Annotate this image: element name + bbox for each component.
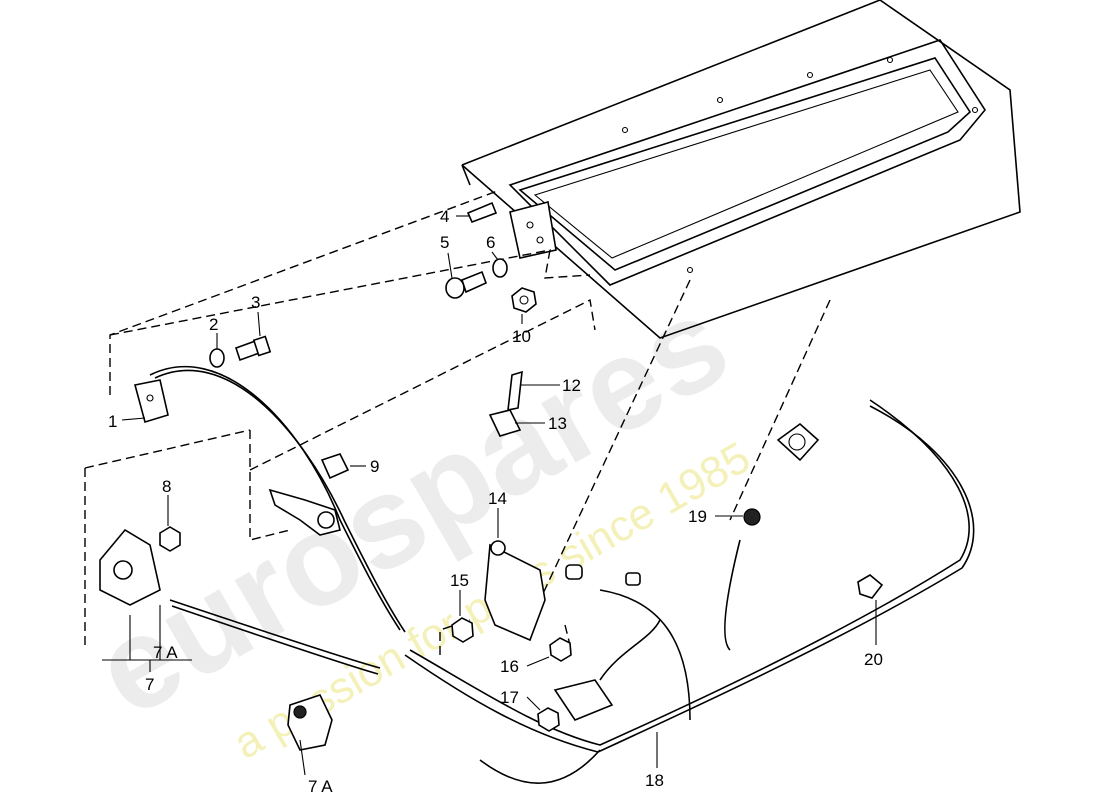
rear-lid — [461, 0, 1021, 339]
part-16-nut — [549, 637, 572, 662]
part-8-nut — [159, 526, 181, 552]
callout-1: 1 — [108, 412, 117, 431]
watermark: eurospares a passion for parts since 198… — [71, 267, 758, 768]
callout-3: 3 — [251, 293, 260, 312]
callout-17: 17 — [500, 688, 519, 707]
part-12-bolt — [507, 370, 523, 411]
callout-7: 7 — [145, 675, 154, 694]
part-5-bolt — [445, 277, 465, 299]
callout-2: 2 — [209, 315, 218, 334]
part-15-nut — [451, 617, 474, 643]
callout-18: 18 — [645, 771, 664, 790]
callout-15: 15 — [450, 571, 469, 590]
part-20-clip — [857, 574, 884, 599]
callout-14: 14 — [488, 489, 507, 508]
callout-10: 10 — [512, 327, 531, 346]
part-9-clip — [320, 453, 350, 480]
callout-4: 4 — [440, 207, 449, 226]
harness-connector — [776, 422, 820, 462]
callout-19: 19 — [688, 507, 707, 526]
callout-12: 12 — [562, 376, 581, 395]
part-17-nut — [537, 707, 560, 732]
callout-6: 6 — [486, 233, 495, 252]
reference-lines — [84, 189, 831, 655]
callout-7A-bottom: 7 A — [308, 777, 333, 796]
part-13-clamp — [488, 409, 522, 437]
callouts: 1 2 3 4 5 6 7 7 A 7 A 8 9 10 12 13 14 15… — [108, 207, 883, 796]
callout-20: 20 — [864, 650, 883, 669]
lid-clips — [621, 56, 979, 274]
part-4-stud — [466, 201, 498, 224]
callout-13: 13 — [548, 414, 567, 433]
leader-lines — [102, 215, 877, 776]
part-19-grommet — [743, 508, 761, 526]
cables — [149, 365, 975, 784]
hinge-bracket — [509, 201, 557, 259]
part-6-washer — [492, 258, 508, 278]
part-2-washer — [209, 348, 225, 368]
callout-5: 5 — [440, 233, 449, 252]
part-14-actuator — [484, 543, 546, 642]
part-18-switch — [553, 679, 614, 721]
part-10-nut — [511, 287, 537, 313]
callout-16: 16 — [500, 657, 519, 676]
parts — [99, 201, 884, 751]
callout-7A: 7 A — [153, 643, 178, 662]
callout-8: 8 — [162, 477, 171, 496]
callout-9: 9 — [370, 457, 379, 476]
